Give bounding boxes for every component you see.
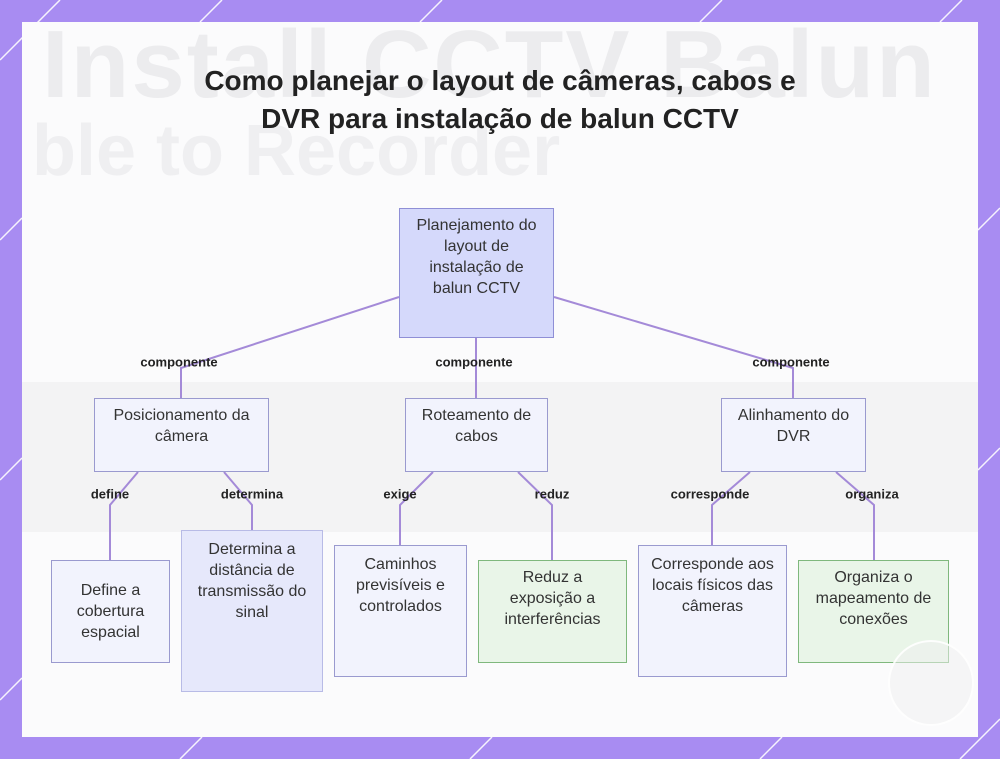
edge-dvr-locations xyxy=(711,471,751,545)
edge-cables-paths xyxy=(399,471,434,545)
node-transmission-distance: Determina a distância de transmissão do … xyxy=(181,530,323,692)
node-camera-positioning: Posicionamento da câmera xyxy=(94,398,269,472)
node-interference: Reduz a exposição a interferências xyxy=(478,560,627,663)
background-ghost-text-2: ble to Recorder xyxy=(32,111,561,191)
edge-label-cables-paths: exige xyxy=(383,486,417,502)
edge-dvr-mapping xyxy=(835,471,875,560)
edge-label-camera-coverage: define xyxy=(90,486,130,502)
edge-label-camera-distance: determina xyxy=(220,486,284,502)
node-coverage: Define a cobertura espacial xyxy=(51,560,170,663)
node-cable-routing: Roteamento de cabos xyxy=(405,398,548,472)
edge-label-root-cables: componente xyxy=(435,354,513,370)
edge-camera-coverage xyxy=(109,471,139,560)
diagram-title: Como planejar o layout de câmeras, cabos… xyxy=(204,65,796,134)
background-ghost-text-1: Install CCTV Balun xyxy=(42,22,937,118)
edge-cables-interference xyxy=(517,471,553,560)
edge-label-dvr-locations: corresponde xyxy=(670,486,750,502)
edge-root-camera xyxy=(180,296,400,398)
node-root: Planejamento do layout de instalação de … xyxy=(399,208,554,338)
edge-label-root-camera: componente xyxy=(140,354,218,370)
edge-label-cables-interference: reduz xyxy=(534,486,570,502)
watermark-logo xyxy=(888,640,974,726)
edge-root-dvr xyxy=(553,296,794,398)
edge-label-dvr-mapping: organiza xyxy=(845,486,899,502)
edge-label-root-dvr: componente xyxy=(752,354,830,370)
node-dvr-alignment: Alinhamento do DVR xyxy=(721,398,866,472)
node-camera-locations: Corresponde aos locais físicos das câmer… xyxy=(638,545,787,677)
edge-camera-distance xyxy=(223,471,253,530)
node-predictable-paths: Caminhos previsíveis e controlados xyxy=(334,545,467,677)
